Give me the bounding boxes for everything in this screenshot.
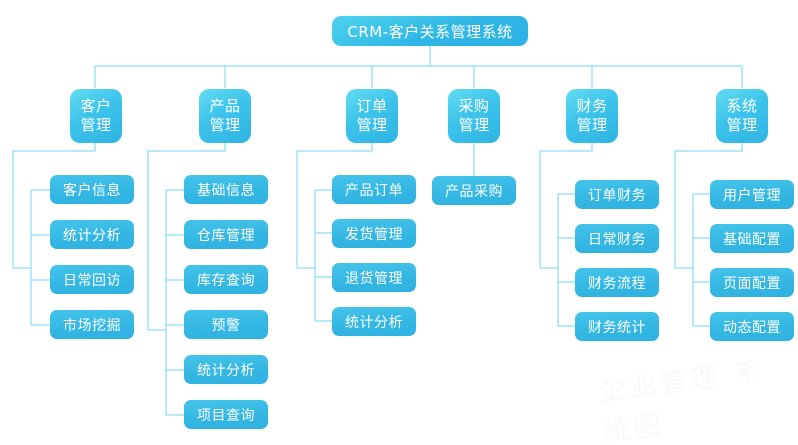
- branch-label-line2: 管理: [726, 116, 758, 134]
- leaf-node-product-stock[interactable]: 库存查询: [184, 265, 268, 294]
- leaf-node-order-product[interactable]: 产品订单: [332, 175, 416, 204]
- leaf-node-finance-daily[interactable]: 日常财务: [575, 224, 659, 253]
- branch-label-line2: 管理: [356, 116, 388, 134]
- leaf-node-system-basic[interactable]: 基础配置: [710, 224, 794, 253]
- branch-label-line1: 财务: [576, 96, 608, 115]
- branch-label-line2: 管理: [458, 116, 490, 134]
- leaf-node-product-stats[interactable]: 统计分析: [184, 355, 268, 384]
- leaf-node-customer-market[interactable]: 市场挖掘: [50, 310, 134, 339]
- leaf-node-customer-visit[interactable]: 日常回访: [50, 265, 134, 294]
- branch-label-line1: 采购: [458, 96, 490, 115]
- leaf-node-order-shipping[interactable]: 发货管理: [332, 219, 416, 248]
- leaf-node-finance-process[interactable]: 财务流程: [575, 268, 659, 297]
- branch-node-order[interactable]: 订单 管理: [346, 89, 398, 143]
- leaf-node-product-project[interactable]: 项目查询: [184, 400, 268, 429]
- branch-node-customer[interactable]: 客户 管理: [70, 89, 122, 143]
- root-node-crm[interactable]: CRM-客户关系管理系统: [332, 16, 528, 46]
- branch-label-line1: 客户: [80, 96, 112, 115]
- branch-label-line2: 管理: [576, 116, 608, 134]
- leaf-node-system-page[interactable]: 页面配置: [710, 268, 794, 297]
- branch-label-line2: 管理: [80, 116, 112, 134]
- leaf-node-product-alert[interactable]: 预警: [184, 310, 268, 339]
- leaf-node-order-return[interactable]: 退货管理: [332, 263, 416, 292]
- leaf-node-purchase-product[interactable]: 产品采购: [432, 176, 516, 205]
- branch-node-system[interactable]: 系统 管理: [716, 89, 768, 143]
- branch-label-line1: 产品: [209, 96, 241, 115]
- branch-label-line1: 订单: [356, 96, 388, 115]
- leaf-node-order-stats[interactable]: 统计分析: [332, 307, 416, 336]
- branch-node-purchase[interactable]: 采购 管理: [448, 89, 500, 143]
- leaf-node-product-basic[interactable]: 基础信息: [184, 175, 268, 204]
- leaf-node-finance-order[interactable]: 订单财务: [575, 180, 659, 209]
- branch-node-finance[interactable]: 财务 管理: [566, 89, 618, 143]
- leaf-node-system-dynamic[interactable]: 动态配置: [710, 312, 794, 341]
- watermark: 企业管理 系统图: [596, 350, 794, 445]
- branch-label-line2: 管理: [209, 116, 241, 134]
- leaf-node-customer-info[interactable]: 客户信息: [50, 175, 134, 204]
- leaf-node-finance-stats[interactable]: 财务统计: [575, 312, 659, 341]
- branch-label-line1: 系统: [726, 96, 758, 115]
- leaf-node-system-user[interactable]: 用户管理: [710, 180, 794, 209]
- leaf-node-product-warehouse[interactable]: 仓库管理: [184, 220, 268, 249]
- branch-node-product[interactable]: 产品 管理: [199, 89, 251, 143]
- leaf-node-customer-stats[interactable]: 统计分析: [50, 220, 134, 249]
